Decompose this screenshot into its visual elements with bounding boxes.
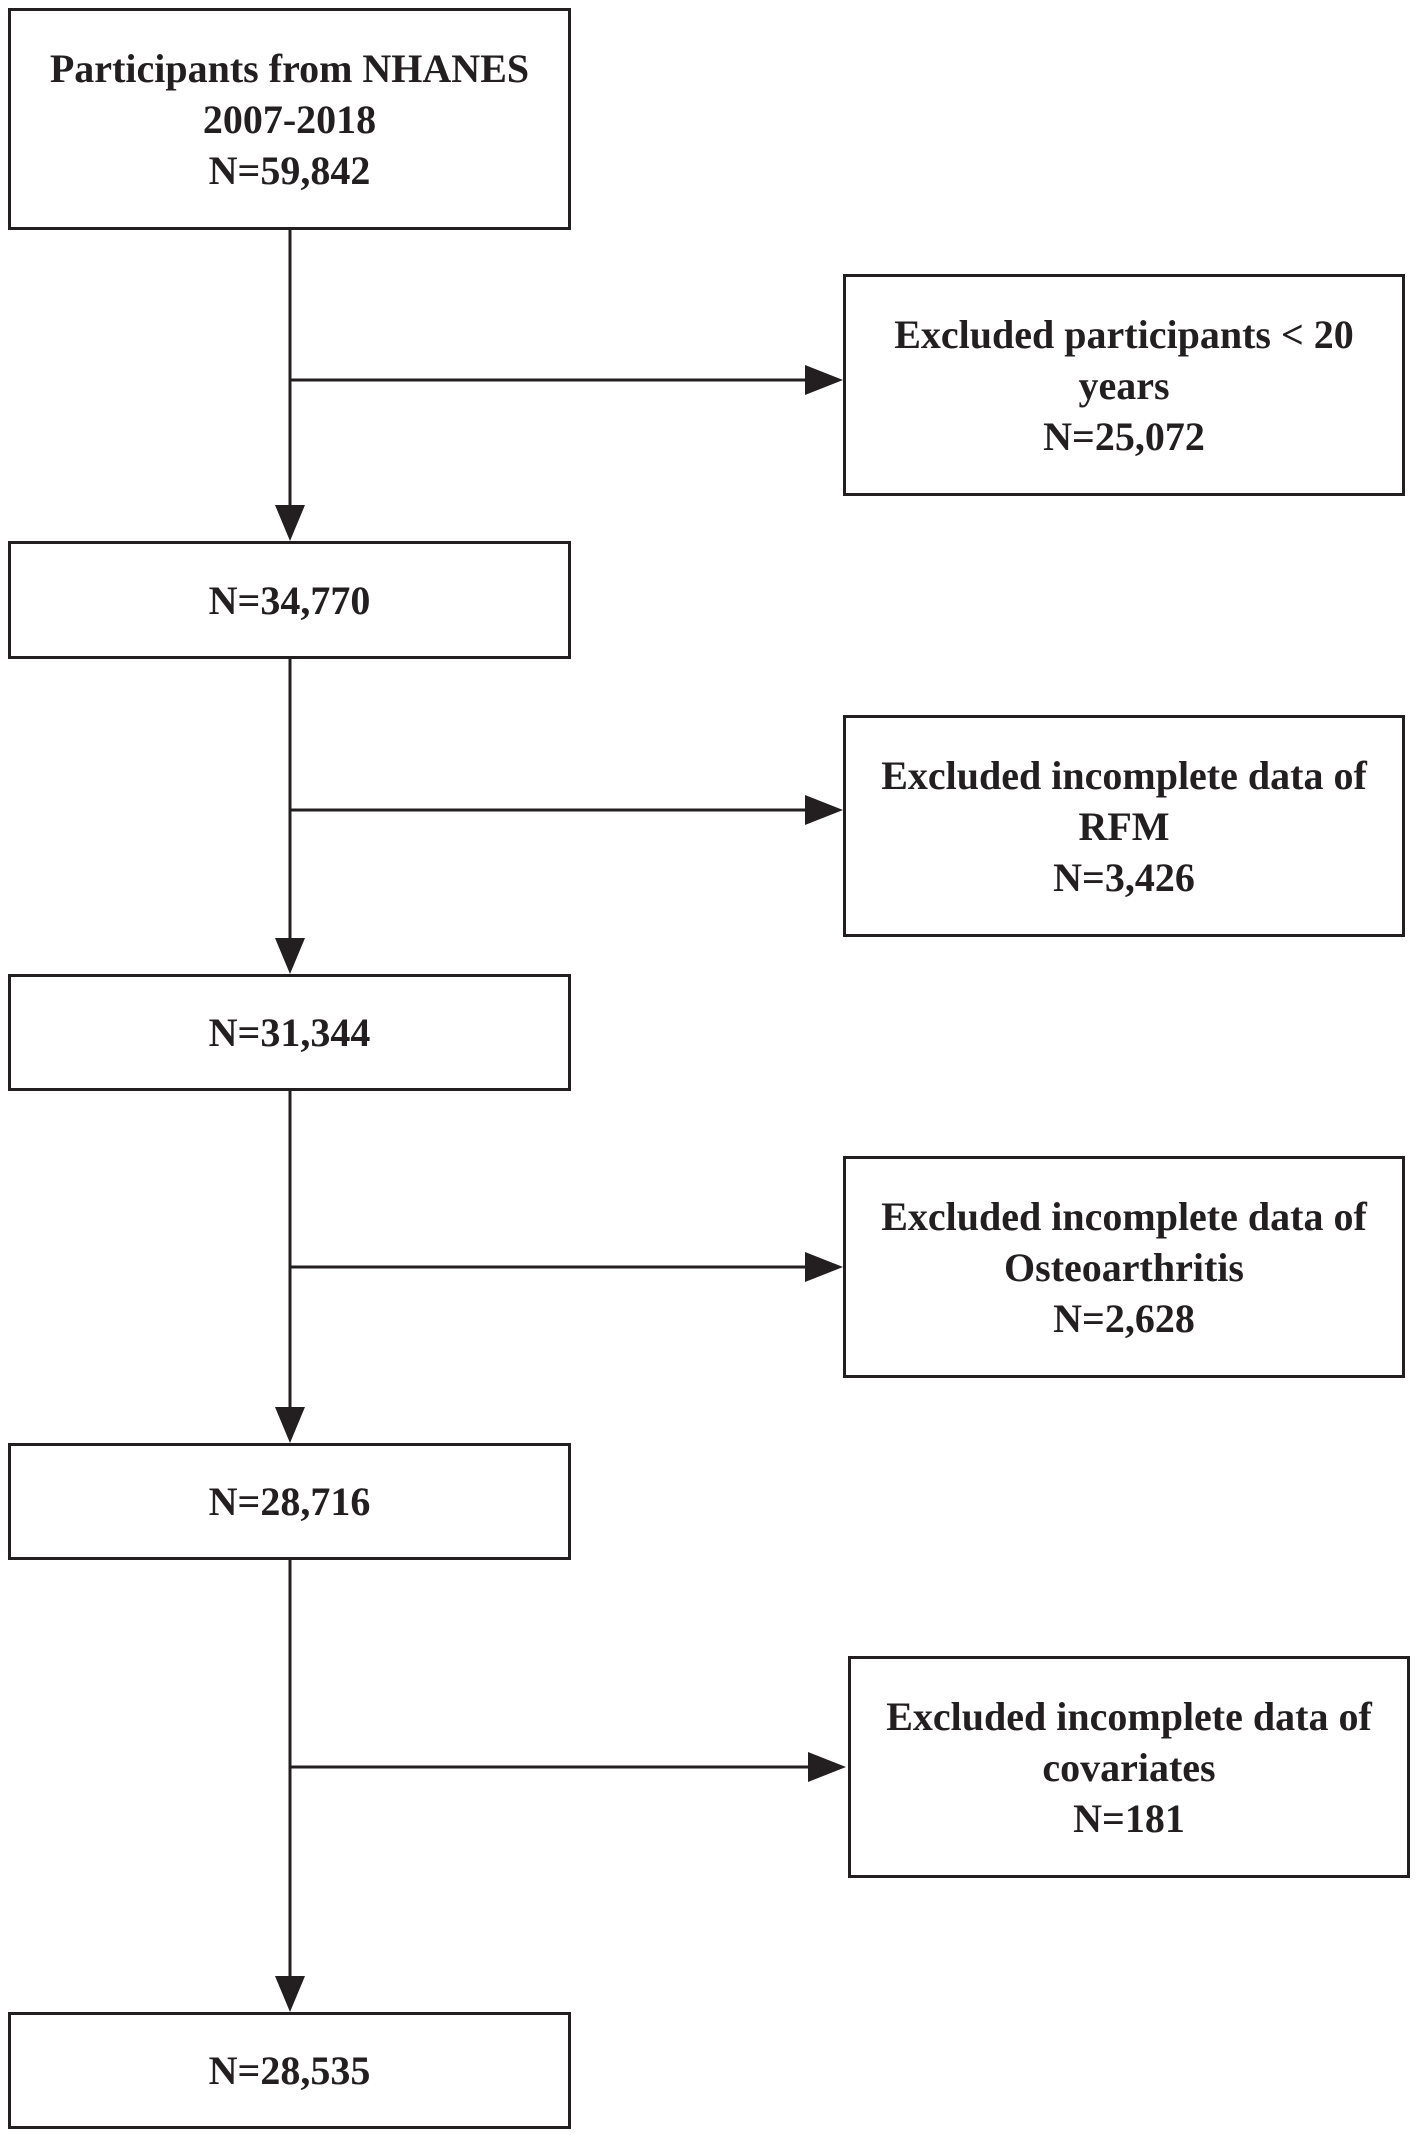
arrowhead-right-4 bbox=[808, 1752, 846, 1782]
remaining-box-3: N=28,716 bbox=[8, 1443, 571, 1560]
remaining-3-count: N=28,716 bbox=[208, 1479, 371, 1524]
exclusion-1-line-2: years bbox=[1078, 362, 1170, 408]
arrowhead-right-2 bbox=[805, 795, 843, 825]
exclusion-box-covariates: Excluded incomplete data of covariates N… bbox=[848, 1656, 1410, 1878]
start-box: Participants from NHANES 2007-2018 N=59,… bbox=[8, 8, 571, 230]
arrowhead-down-3 bbox=[275, 1407, 305, 1443]
exclusion-1-count: N=25,072 bbox=[1043, 413, 1205, 459]
final-box: N=28,535 bbox=[8, 2012, 571, 2129]
remaining-2-count: N=31,344 bbox=[208, 1010, 371, 1055]
exclusion-box-osteoarthritis: Excluded incomplete data of Osteoarthrit… bbox=[843, 1156, 1405, 1378]
exclusion-2-line-2: RFM bbox=[1078, 803, 1170, 849]
exclusion-2-count: N=3,426 bbox=[1053, 854, 1195, 900]
final-count: N=28,535 bbox=[208, 2048, 371, 2093]
exclusion-2-line-1: Excluded incomplete data of bbox=[881, 752, 1367, 798]
remaining-1-count: N=34,770 bbox=[208, 577, 371, 623]
remaining-box-1: N=34,770 bbox=[8, 541, 571, 659]
exclusion-3-line-2: Osteoarthritis bbox=[1004, 1244, 1244, 1290]
start-line-2: 2007-2018 bbox=[202, 96, 377, 142]
arrowhead-right-1 bbox=[805, 365, 843, 395]
exclusion-1-line-1: Excluded participants < 20 bbox=[894, 311, 1354, 357]
exclusion-box-rfm: Excluded incomplete data of RFM N=3,426 bbox=[843, 715, 1405, 937]
exclusion-box-age: Excluded participants < 20 years N=25,07… bbox=[843, 274, 1405, 496]
exclusion-4-line-1: Excluded incomplete data of bbox=[886, 1693, 1372, 1739]
exclusion-3-line-1: Excluded incomplete data of bbox=[881, 1193, 1367, 1239]
start-line-3: N=59,842 bbox=[208, 147, 371, 193]
exclusion-4-count: N=181 bbox=[1073, 1795, 1185, 1841]
arrowhead-right-3 bbox=[805, 1252, 843, 1282]
start-line-1: Participants from NHANES bbox=[49, 45, 530, 91]
arrowhead-down-1 bbox=[275, 505, 305, 541]
remaining-box-2: N=31,344 bbox=[8, 974, 571, 1091]
arrowhead-down-2 bbox=[275, 938, 305, 974]
exclusion-3-count: N=2,628 bbox=[1053, 1295, 1195, 1341]
exclusion-4-line-2: covariates bbox=[1042, 1744, 1216, 1790]
arrowhead-down-4 bbox=[275, 1976, 305, 2012]
